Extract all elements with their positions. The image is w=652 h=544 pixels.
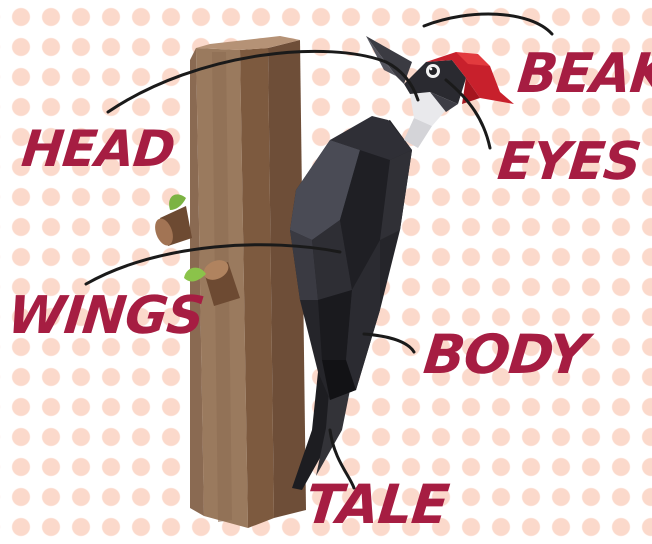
- label-body: BODY: [421, 328, 589, 382]
- woodpecker: [290, 36, 514, 490]
- label-beak: BEAK: [515, 47, 652, 102]
- branch-stub-upper: [152, 194, 192, 247]
- beak-leader-line: [424, 14, 552, 34]
- label-eyes: EYES: [495, 136, 643, 188]
- label-head: HEAD: [19, 124, 176, 174]
- label-wings: WINGS: [5, 290, 206, 342]
- label-tale: TALE: [303, 478, 450, 532]
